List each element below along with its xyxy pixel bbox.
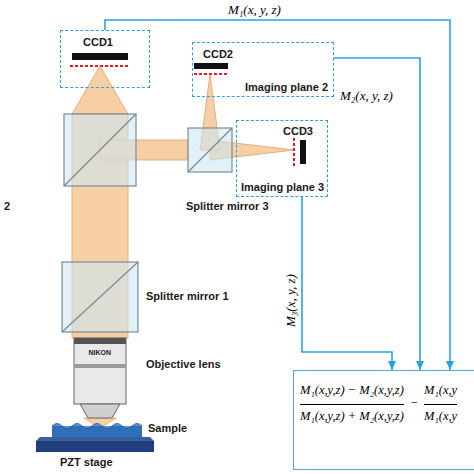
camera-label: CCD3 [283,125,313,138]
signal-arrow [334,58,424,370]
formula-term: M₁(x,y,z) − M₂(x,y,z) [300,383,404,398]
camera-label: CCD2 [203,48,233,61]
plane-label: Imaging plane 3 [241,181,324,194]
formula-term: M₁(x,y,z) + M₂(x,y,z) [300,409,404,424]
part-label: Splitter mirror 3 [186,200,269,213]
arrow-head [388,361,396,370]
camera-frame: CCD1 [60,30,150,88]
fraction-bar [300,404,404,405]
part-label: Splitter mirror 1 [146,290,229,303]
camera-frame: CCD2Imaging plane 2 [192,42,334,97]
formula-term: − [410,396,418,411]
signal-arrow [105,20,454,370]
splitter-cube [188,128,232,172]
ccd-sensor [70,53,306,166]
camera-label: CCD1 [83,36,113,49]
signal-label: M₁(x, y, z) [228,2,281,17]
signal-arrow [302,197,396,370]
splitter-cube [64,114,136,186]
objective-lens [74,338,126,418]
signal-label: M₃(x, y, z) [283,274,298,327]
camera-frame: CCD3Imaging plane 3 [236,120,328,197]
sample [52,424,142,438]
part-label: PZT stage [60,456,113,469]
pzt-stage [36,437,154,452]
arrow-head [446,361,454,370]
part-label: Sample [148,422,187,435]
plane-label: Imaging plane 2 [245,81,328,94]
formula-term: M₁(x,y [424,383,457,398]
formula-box: M₁(x,y,z) − M₂(x,y,z) M₁(x,y,z) + M₂(x,y,… [293,370,474,470]
signal-line [302,197,392,370]
part-label: 2 [4,200,10,213]
fraction-bar [424,404,457,405]
brand-text: NIKON [89,348,112,357]
signal-line [334,58,420,370]
signal-label: M₂(x, y, z) [340,88,393,103]
part-label: Objective lens [146,358,221,371]
arrow-head [416,361,424,370]
formula-term: M₁(x,y [424,409,457,424]
splitter-cube [62,262,138,332]
signal-line [105,20,450,370]
